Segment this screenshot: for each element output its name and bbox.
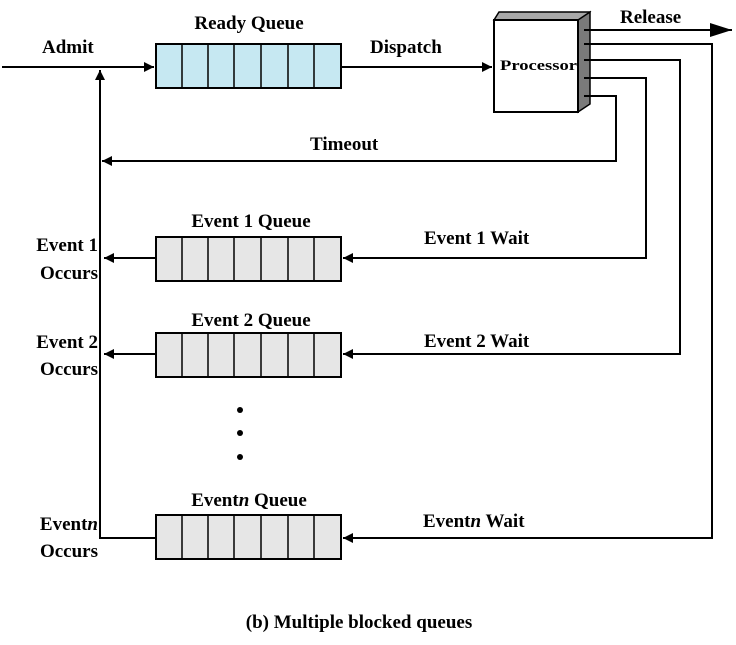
event2-queue bbox=[155, 332, 342, 378]
event2-wait-arrow bbox=[343, 59, 681, 359]
eventn-occurs-var: n bbox=[87, 514, 98, 535]
eventn-wait-var: n bbox=[471, 511, 482, 532]
eventn-wait-prefix: Event bbox=[423, 511, 471, 532]
admit-label: Admit bbox=[42, 37, 94, 58]
event2-queue-label: Event 2 Queue bbox=[191, 310, 310, 331]
event1-occurs-label: Event 1 bbox=[36, 235, 98, 256]
eventn-queue bbox=[155, 514, 342, 560]
eventn-wait-arrow bbox=[343, 43, 713, 543]
event1-queue bbox=[155, 236, 342, 282]
ready-queue-label: Ready Queue bbox=[194, 13, 303, 34]
event1-queue-label: Event 1 Queue bbox=[191, 211, 310, 232]
processor-label: Processor bbox=[500, 58, 577, 74]
eventn-occurs-prefix: Event bbox=[40, 514, 88, 535]
event1-wait-label: Event 1 Wait bbox=[424, 228, 530, 249]
eventn-queue-suffix: Queue bbox=[249, 490, 307, 511]
eventn-queue-prefix: Event bbox=[191, 490, 239, 511]
eventn-occurs-label: Eventn bbox=[40, 514, 98, 535]
event2-occurs-label: Event 2 bbox=[36, 332, 98, 353]
eventn-wait-suffix: Wait bbox=[481, 511, 525, 532]
event2-occurs-label-line2: Occurs bbox=[40, 359, 98, 380]
ready-queue bbox=[155, 43, 342, 89]
eventn-wait-label: Eventn Wait bbox=[423, 511, 525, 532]
ellipsis-dots bbox=[237, 407, 243, 460]
dispatch-label: Dispatch bbox=[370, 37, 442, 58]
eventn-occurs-label-line2: Occurs bbox=[40, 541, 98, 562]
eventn-queue-var: n bbox=[239, 490, 250, 511]
event1-wait-arrow bbox=[343, 77, 647, 263]
timeout-arrow bbox=[102, 95, 617, 166]
processor-box bbox=[492, 10, 592, 114]
eventn-occurs-line bbox=[95, 70, 156, 539]
eventn-queue-label: Eventn Queue bbox=[191, 490, 307, 511]
timeout-label: Timeout bbox=[310, 134, 379, 155]
event2-wait-label: Event 2 Wait bbox=[424, 331, 530, 352]
release-label: Release bbox=[620, 7, 681, 28]
diagram-caption: (b) Multiple blocked queues bbox=[246, 612, 472, 633]
event1-occurs-label-line2: Occurs bbox=[40, 263, 98, 284]
